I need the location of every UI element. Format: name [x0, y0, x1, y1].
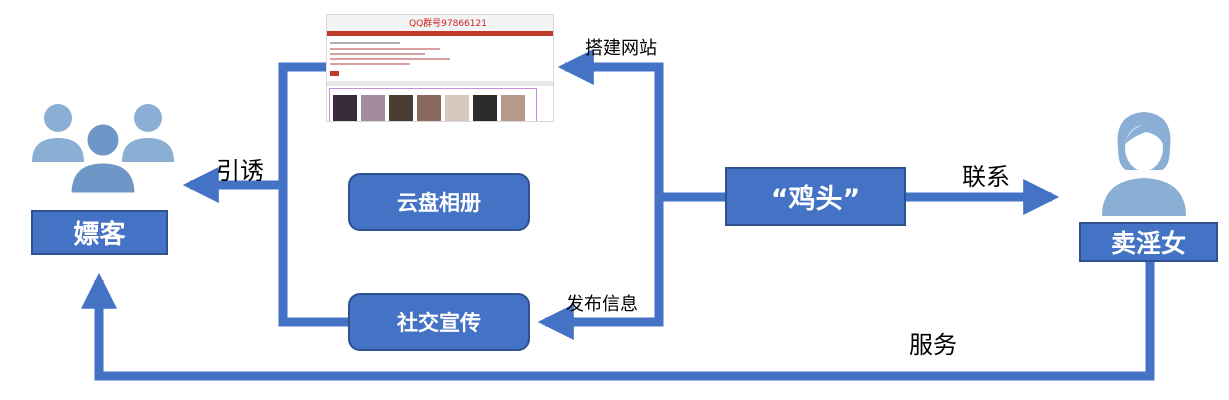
- social-promo-box: 社交宣传: [348, 293, 530, 351]
- website-photo: [417, 95, 441, 121]
- edge-label-contact: 联系: [962, 163, 1010, 191]
- arrow-build-site: [557, 49, 725, 202]
- website-text-line: [330, 42, 400, 44]
- website-filter-bar: [327, 81, 553, 86]
- cloud-album-label: 云盘相册: [397, 191, 481, 215]
- website-photo: [389, 95, 413, 121]
- client-group-icon: [32, 104, 174, 195]
- edge-label-service: 服务: [909, 331, 957, 359]
- website-screenshot: QQ群号97866121: [326, 14, 554, 122]
- client-label: 嫖客: [73, 220, 126, 250]
- social-promo-label: 社交宣传: [397, 311, 481, 335]
- cloud-album-box: 云盘相册: [348, 173, 530, 231]
- client-box: 嫖客: [31, 210, 168, 255]
- website-nav-bar: [327, 31, 553, 36]
- website-header-text: QQ群号97866121: [409, 19, 487, 29]
- prostitute-label: 卖淫女: [1110, 229, 1186, 258]
- website-text-line: [330, 48, 440, 50]
- website-photo: [501, 95, 525, 121]
- arrow-post-info: [537, 197, 664, 340]
- prostitute-box: 卖淫女: [1079, 222, 1218, 262]
- pimp-label: “鸡头”: [770, 184, 861, 215]
- website-photo-frame: [329, 88, 537, 121]
- website-text-line: [330, 63, 410, 65]
- edge-label-build-site: 搭建网站: [585, 38, 657, 59]
- website-header: [327, 15, 553, 31]
- website-text-line: [330, 58, 450, 60]
- edge-label-post-info: 发布信息: [566, 294, 638, 315]
- pimp-box: “鸡头”: [725, 167, 906, 226]
- prostitute-icon: [1102, 112, 1186, 216]
- website-photo: [333, 95, 357, 121]
- arrow-service: [81, 262, 1155, 381]
- website-photo: [445, 95, 469, 121]
- website-photo: [473, 95, 497, 121]
- website-red-button: [330, 71, 339, 76]
- website-photo: [361, 95, 385, 121]
- website-text-line: [330, 53, 425, 55]
- edge-label-lure: 引诱: [216, 157, 264, 185]
- arrow-from-website: [278, 62, 348, 327]
